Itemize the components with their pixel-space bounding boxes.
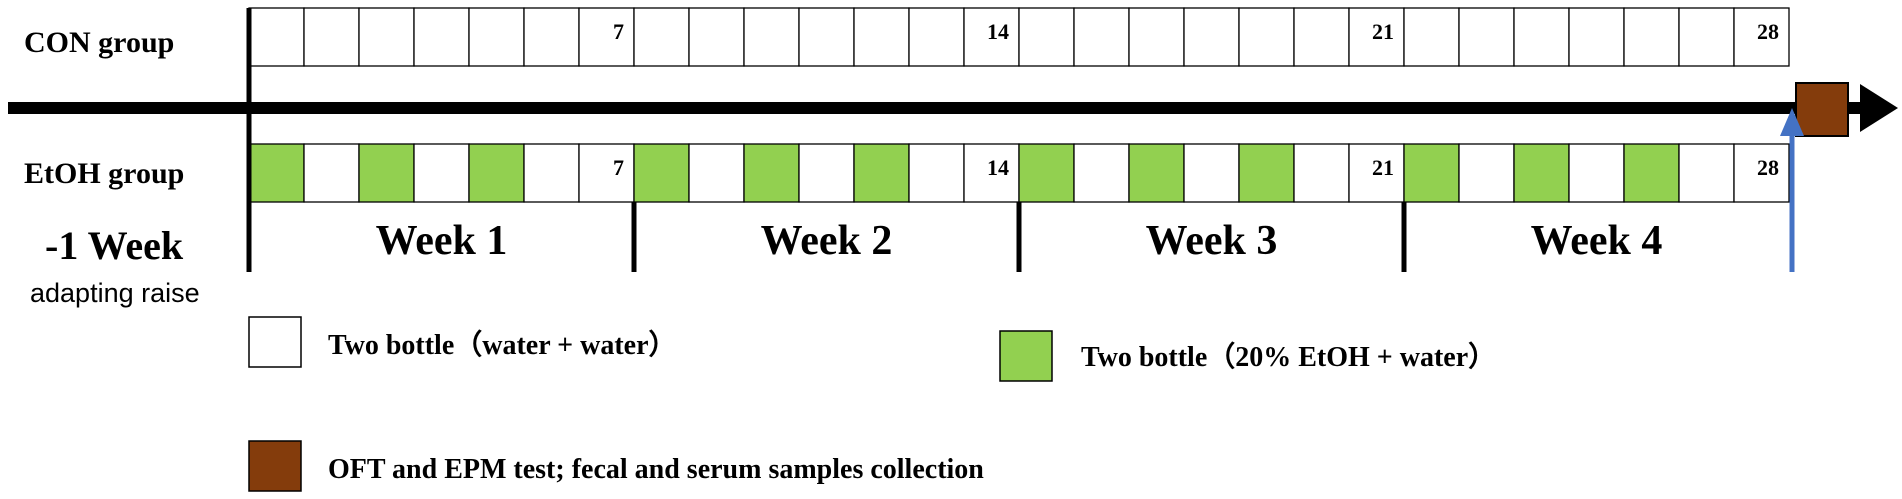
week-label-4: Week 4	[1531, 218, 1663, 264]
con-day-cell-10	[743, 7, 800, 67]
etoh-day-cell-1	[248, 143, 305, 203]
con-day-cell-19	[1238, 7, 1295, 67]
etoh-day-label-7: 7	[613, 155, 624, 180]
con-day-cell-24	[1513, 7, 1570, 67]
con-day-cell-26	[1623, 7, 1680, 67]
etoh-day-cell-20	[1293, 143, 1350, 203]
con-day-cell-7	[578, 7, 635, 67]
con-day-cell-1	[248, 7, 305, 67]
con-day-cell-21	[1348, 7, 1405, 67]
con-day-cell-2	[303, 7, 360, 67]
legend-swatch-water	[248, 316, 302, 368]
con-day-label-14: 14	[987, 19, 1009, 44]
etoh-day-cell-10	[743, 143, 800, 203]
etoh-group-day-cells: 7 14 21 28	[248, 143, 1790, 203]
con-day-cell-4	[413, 7, 470, 67]
test-day-marker-arrowhead	[1780, 108, 1804, 136]
legend-swatch-test	[248, 440, 302, 492]
week-label-3: Week 3	[1146, 218, 1278, 264]
con-day-cell-15	[1018, 7, 1075, 67]
etoh-day-cell-23	[1458, 143, 1515, 203]
week-label-2: Week 2	[761, 218, 893, 264]
con-group-label: CON group	[24, 26, 174, 59]
pre-period-title: -1 Week	[45, 223, 184, 268]
con-day-label-7: 7	[613, 19, 624, 44]
con-day-cell-8	[633, 7, 690, 67]
legend-swatch-etoh	[999, 330, 1053, 382]
etoh-group-label: EtOH group	[24, 157, 184, 190]
timeline-arrowhead	[1860, 84, 1898, 132]
week-separators	[631, 202, 1407, 272]
con-day-cell-20	[1293, 7, 1350, 67]
con-day-label-28: 28	[1757, 19, 1779, 44]
etoh-day-cell-2	[303, 143, 360, 203]
week-label-1: Week 1	[376, 218, 508, 264]
etoh-day-label-28: 28	[1757, 155, 1779, 180]
etoh-day-cell-28	[1733, 143, 1790, 203]
con-day-cell-23	[1458, 7, 1515, 67]
con-day-cell-6	[523, 7, 580, 67]
etoh-day-cell-24	[1513, 143, 1570, 203]
con-day-cell-12	[853, 7, 910, 67]
con-day-cell-14	[963, 7, 1020, 67]
legend-label-water: Two bottle（water + water）	[328, 328, 677, 361]
etoh-day-cell-12	[853, 143, 910, 203]
con-day-cell-3	[358, 7, 415, 67]
etoh-day-cell-19	[1238, 143, 1295, 203]
con-day-cell-11	[798, 7, 855, 67]
con-day-cell-22	[1403, 7, 1460, 67]
etoh-day-cell-3	[358, 143, 415, 203]
etoh-day-cell-8	[633, 143, 690, 203]
con-day-label-21: 21	[1372, 19, 1394, 44]
con-group-day-cells: 7 14 21 28	[248, 7, 1790, 67]
con-day-cell-28	[1733, 7, 1790, 67]
etoh-day-cell-4	[413, 143, 470, 203]
con-day-cell-27	[1678, 7, 1735, 67]
etoh-day-cell-5	[468, 143, 525, 203]
etoh-day-cell-15	[1018, 143, 1075, 203]
etoh-day-cell-9	[688, 143, 745, 203]
etoh-day-label-14: 14	[987, 155, 1009, 180]
con-day-cell-5	[468, 7, 525, 67]
con-day-cell-17	[1128, 7, 1185, 67]
etoh-day-cell-22	[1403, 143, 1460, 203]
pre-period-subtitle: adapting raise	[30, 278, 200, 308]
test-collection-box	[1795, 82, 1849, 137]
con-day-cell-16	[1073, 7, 1130, 67]
legend-label-etoh: Two bottle（20% EtOH + water）	[1081, 340, 1496, 373]
etoh-day-cell-21	[1348, 143, 1405, 203]
legend-label-test: OFT and EPM test; fecal and serum sample…	[328, 454, 984, 485]
etoh-day-cell-17	[1128, 143, 1185, 203]
etoh-day-cell-27	[1678, 143, 1735, 203]
etoh-day-cell-25	[1568, 143, 1625, 203]
etoh-day-cell-6	[523, 143, 580, 203]
etoh-day-cell-18	[1183, 143, 1240, 203]
con-day-cell-13	[908, 7, 965, 67]
con-day-cell-18	[1183, 7, 1240, 67]
etoh-day-cell-7	[578, 143, 635, 203]
etoh-day-cell-26	[1623, 143, 1680, 203]
etoh-day-cell-11	[798, 143, 855, 203]
etoh-day-cell-13	[908, 143, 965, 203]
week-labels: Week 1 Week 2 Week 3 Week 4	[376, 218, 1663, 264]
etoh-day-cell-16	[1073, 143, 1130, 203]
con-day-cell-9	[688, 7, 745, 67]
etoh-day-label-21: 21	[1372, 155, 1394, 180]
con-day-cell-25	[1568, 7, 1625, 67]
